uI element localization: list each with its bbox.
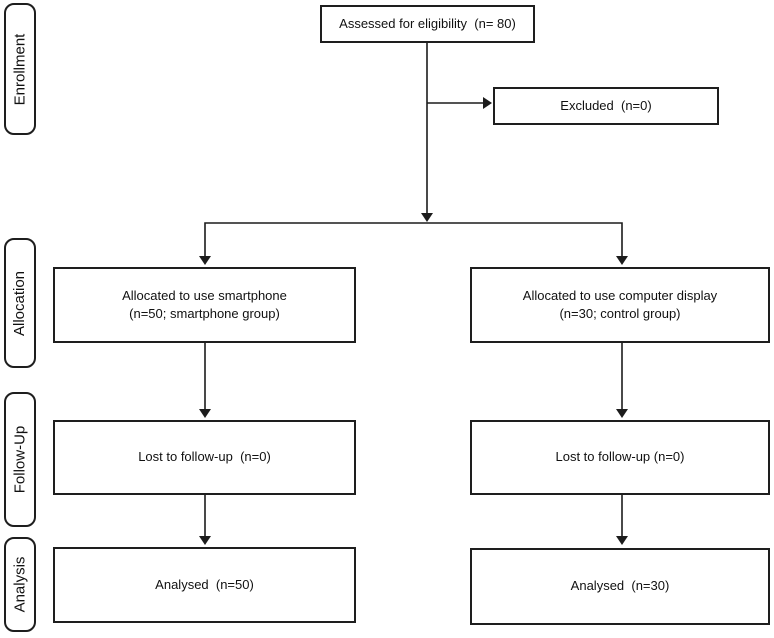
node-excluded: Excluded (n=0) [493,87,719,125]
node-allocated-computer-display: Allocated to use computer display (n=30;… [470,267,770,343]
arrow-split [204,222,623,259]
stage-label-analysis-text: Analysis [11,556,29,613]
node-lost-followup-control: Lost to follow-up (n=0) [470,420,770,495]
stage-label-followup-text: Follow-Up [11,425,29,494]
arrowhead-follow-left [199,409,211,418]
node-analysed-control: Analysed (n=30) [470,548,770,625]
stage-label-analysis: Analysis [4,537,36,632]
node-analysed-smartphone: Analysed (n=50) [53,547,356,623]
stage-label-enrollment: Enrollment [4,3,36,135]
node-assessed-for-eligibility: Assessed for eligibility (n= 80) [320,5,535,43]
arrowhead-excluded [483,97,492,109]
arrowhead-analysis-left [199,536,211,545]
arrowhead-alloc-right [616,256,628,265]
arrowhead-down-junction [421,213,433,222]
node-lost-followup-smartphone: Lost to follow-up (n=0) [53,420,356,495]
stage-label-enrollment-text: Enrollment [11,33,29,105]
node-allocated-smartphone: Allocated to use smartphone (n=50; smart… [53,267,356,343]
stage-label-allocation-text: Allocation [11,270,29,336]
stage-label-allocation: Allocation [4,238,36,368]
arrowhead-alloc-left [199,256,211,265]
arrowhead-analysis-right [616,536,628,545]
stage-label-followup: Follow-Up [4,392,36,527]
arrowhead-follow-right [616,409,628,418]
